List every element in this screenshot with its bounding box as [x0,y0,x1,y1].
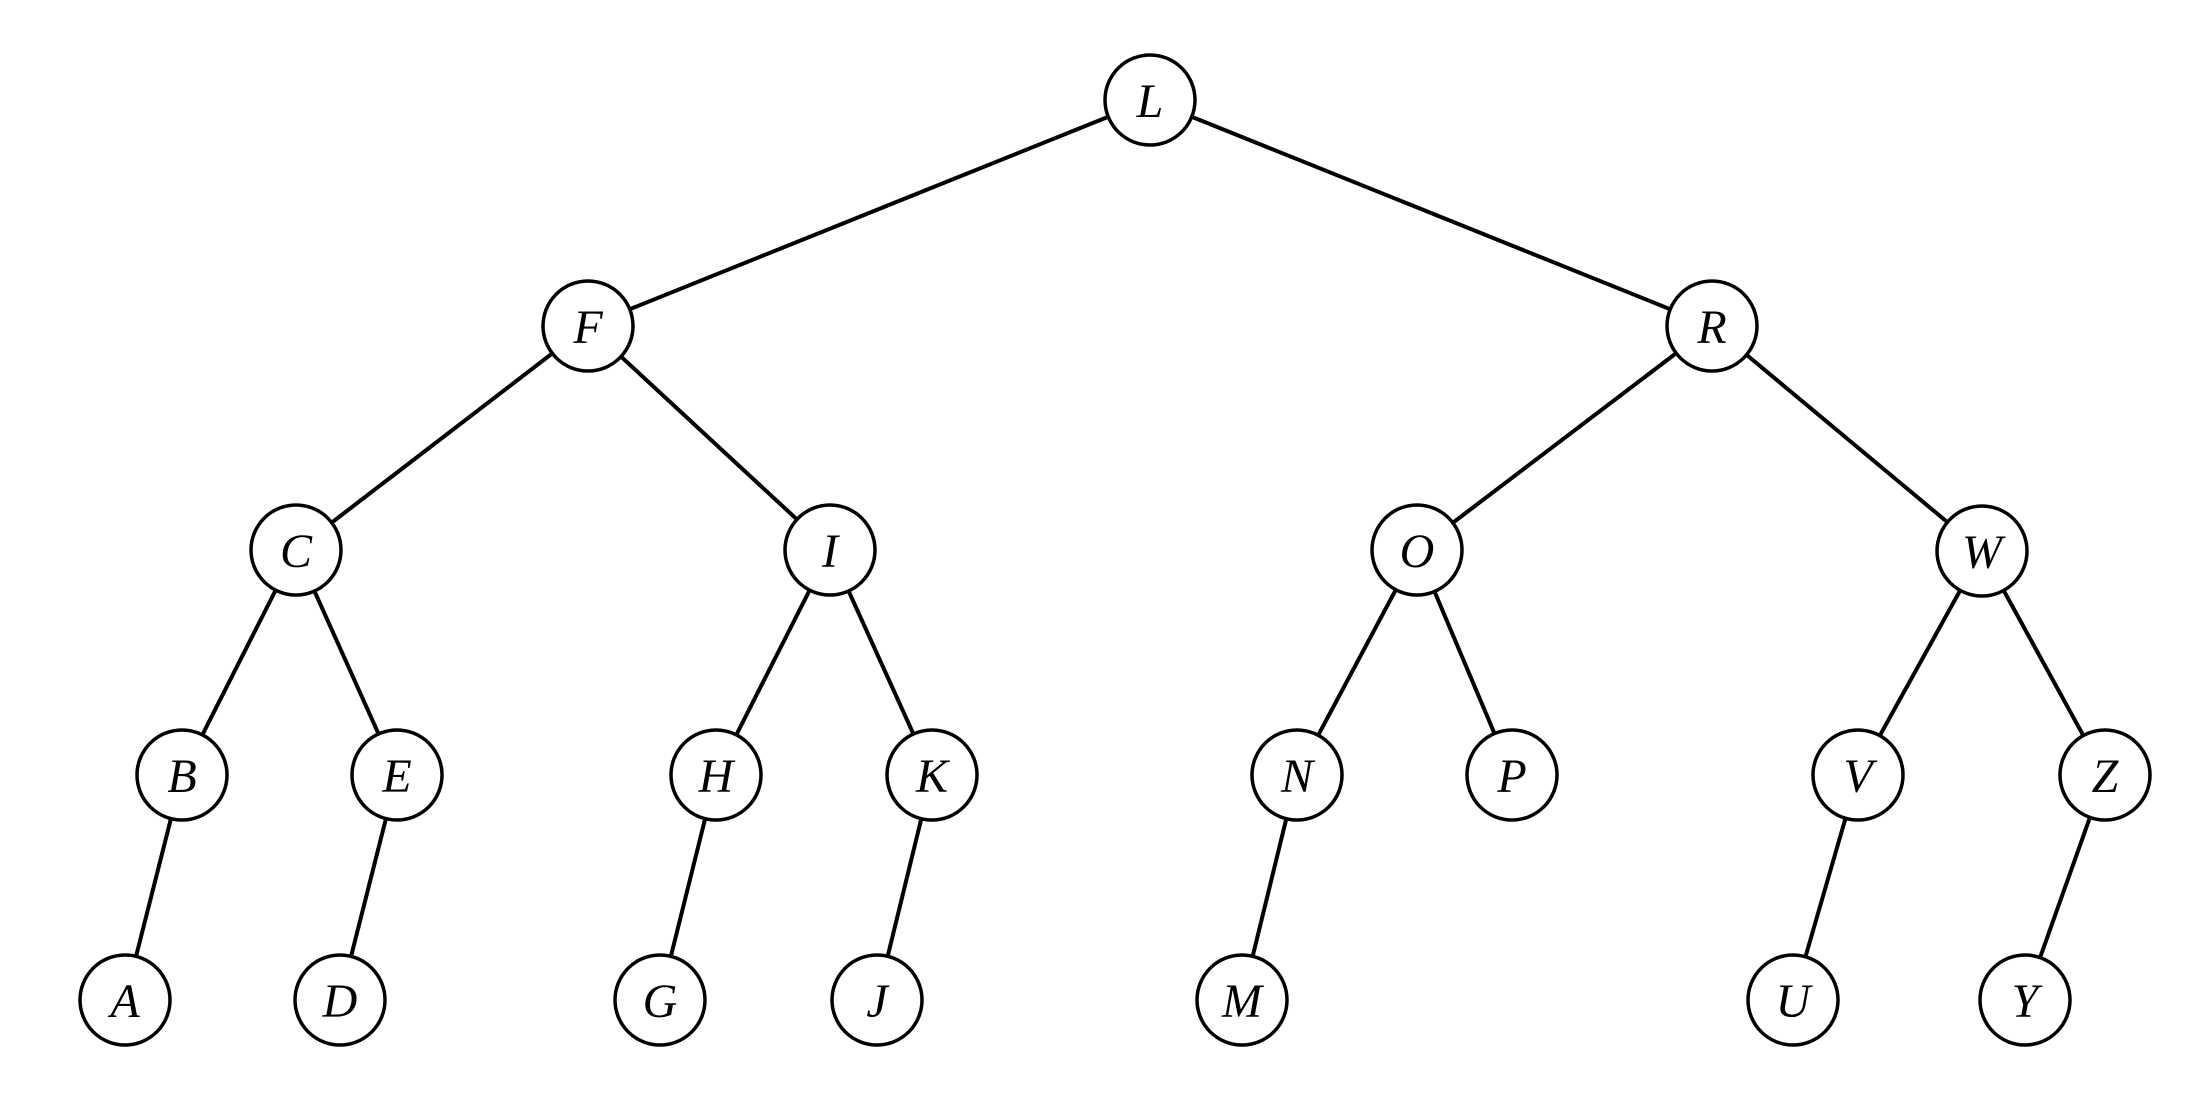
tree-node-Y: Y [1978,953,2072,1047]
tree-node-label-L: L [1136,75,1164,128]
tree-node-circle-J [830,953,924,1047]
tree-node-circle-H [669,728,763,822]
tree-node-K: K [885,728,979,822]
tree-node-circle-E [350,728,444,822]
tree-node-circle-L [1103,53,1197,147]
tree-node-circle-D [293,953,387,1047]
tree-node-R: R [1665,279,1759,373]
tree-node-label-G: G [643,975,678,1028]
tree-node-label-O: O [1400,525,1435,578]
tree-node-circle-G [613,953,707,1047]
tree-node-circle-R [1665,279,1759,373]
tree-node-label-D: D [322,975,358,1028]
tree-node-circle-I [783,503,877,597]
tree-node-M: M [1195,953,1289,1047]
tree-node-circle-K [885,728,979,822]
tree-node-I: I [783,503,877,597]
tree-edge-F-I [586,324,832,552]
tree-node-label-N: N [1280,750,1316,803]
tree-node-circle-P [1465,728,1559,822]
tree-node-U: U [1746,953,1840,1047]
tree-node-circle-Z [2058,728,2152,822]
tree-node-label-H: H [698,750,736,803]
tree-node-label-F: F [572,301,603,354]
tree-node-circle-V [1811,728,1905,822]
tree-node-circle-U [1746,953,1840,1047]
tree-edge-F-C [294,324,590,552]
tree-node-label-Z: Z [2092,750,2120,803]
tree-node-label-Y: Y [2012,975,2043,1028]
tree-node-L: L [1103,53,1197,147]
tree-node-label-J: J [866,975,890,1028]
tree-node-circle-C [249,503,343,597]
tree-node-label-V: V [1843,750,1877,803]
tree-node-circle-O [1370,503,1464,597]
tree-node-F: F [541,279,635,373]
tree-node-circle-M [1195,953,1289,1047]
tree-node-O: O [1370,503,1464,597]
tree-node-label-E: E [381,750,411,803]
tree-node-label-B: B [167,750,196,803]
tree-node-W: W [1935,504,2029,598]
tree-node-label-R: R [1696,301,1726,354]
tree-node-J: J [830,953,924,1047]
tree-node-label-M: M [1221,975,1265,1028]
tree-edge-L-F [587,98,1151,328]
tree-node-B: B [135,728,229,822]
tree-node-label-W: W [1962,526,2006,579]
tree-node-label-U: U [1776,975,1814,1028]
tree-node-circle-A [78,953,172,1047]
tree-node-label-P: P [1496,750,1526,803]
tree-edge-L-R [1149,98,1713,328]
tree-node-V: V [1811,728,1905,822]
tree-node-C: C [249,503,343,597]
tree-node-E: E [350,728,444,822]
tree-node-label-I: I [821,525,840,578]
tree-node-H: H [669,728,763,822]
tree-node-G: G [613,953,707,1047]
tree-node-N: N [1250,728,1344,822]
tree-node-label-K: K [915,750,951,803]
tree-node-circle-N [1250,728,1344,822]
tree-node-circle-F [541,279,635,373]
tree-node-circle-Y [1978,953,2072,1047]
tree-node-A: A [78,953,172,1047]
tree-node-circle-W [1935,504,2029,598]
tree-node-P: P [1465,728,1559,822]
tree-node-D: D [293,953,387,1047]
tree-node-label-C: C [280,525,313,578]
tree-node-label-A: A [107,975,140,1028]
tree-node-Z: Z [2058,728,2152,822]
tree-edge-R-O [1415,324,1714,552]
tree-edge-R-W [1710,324,1984,553]
tree-node-circle-B [135,728,229,822]
